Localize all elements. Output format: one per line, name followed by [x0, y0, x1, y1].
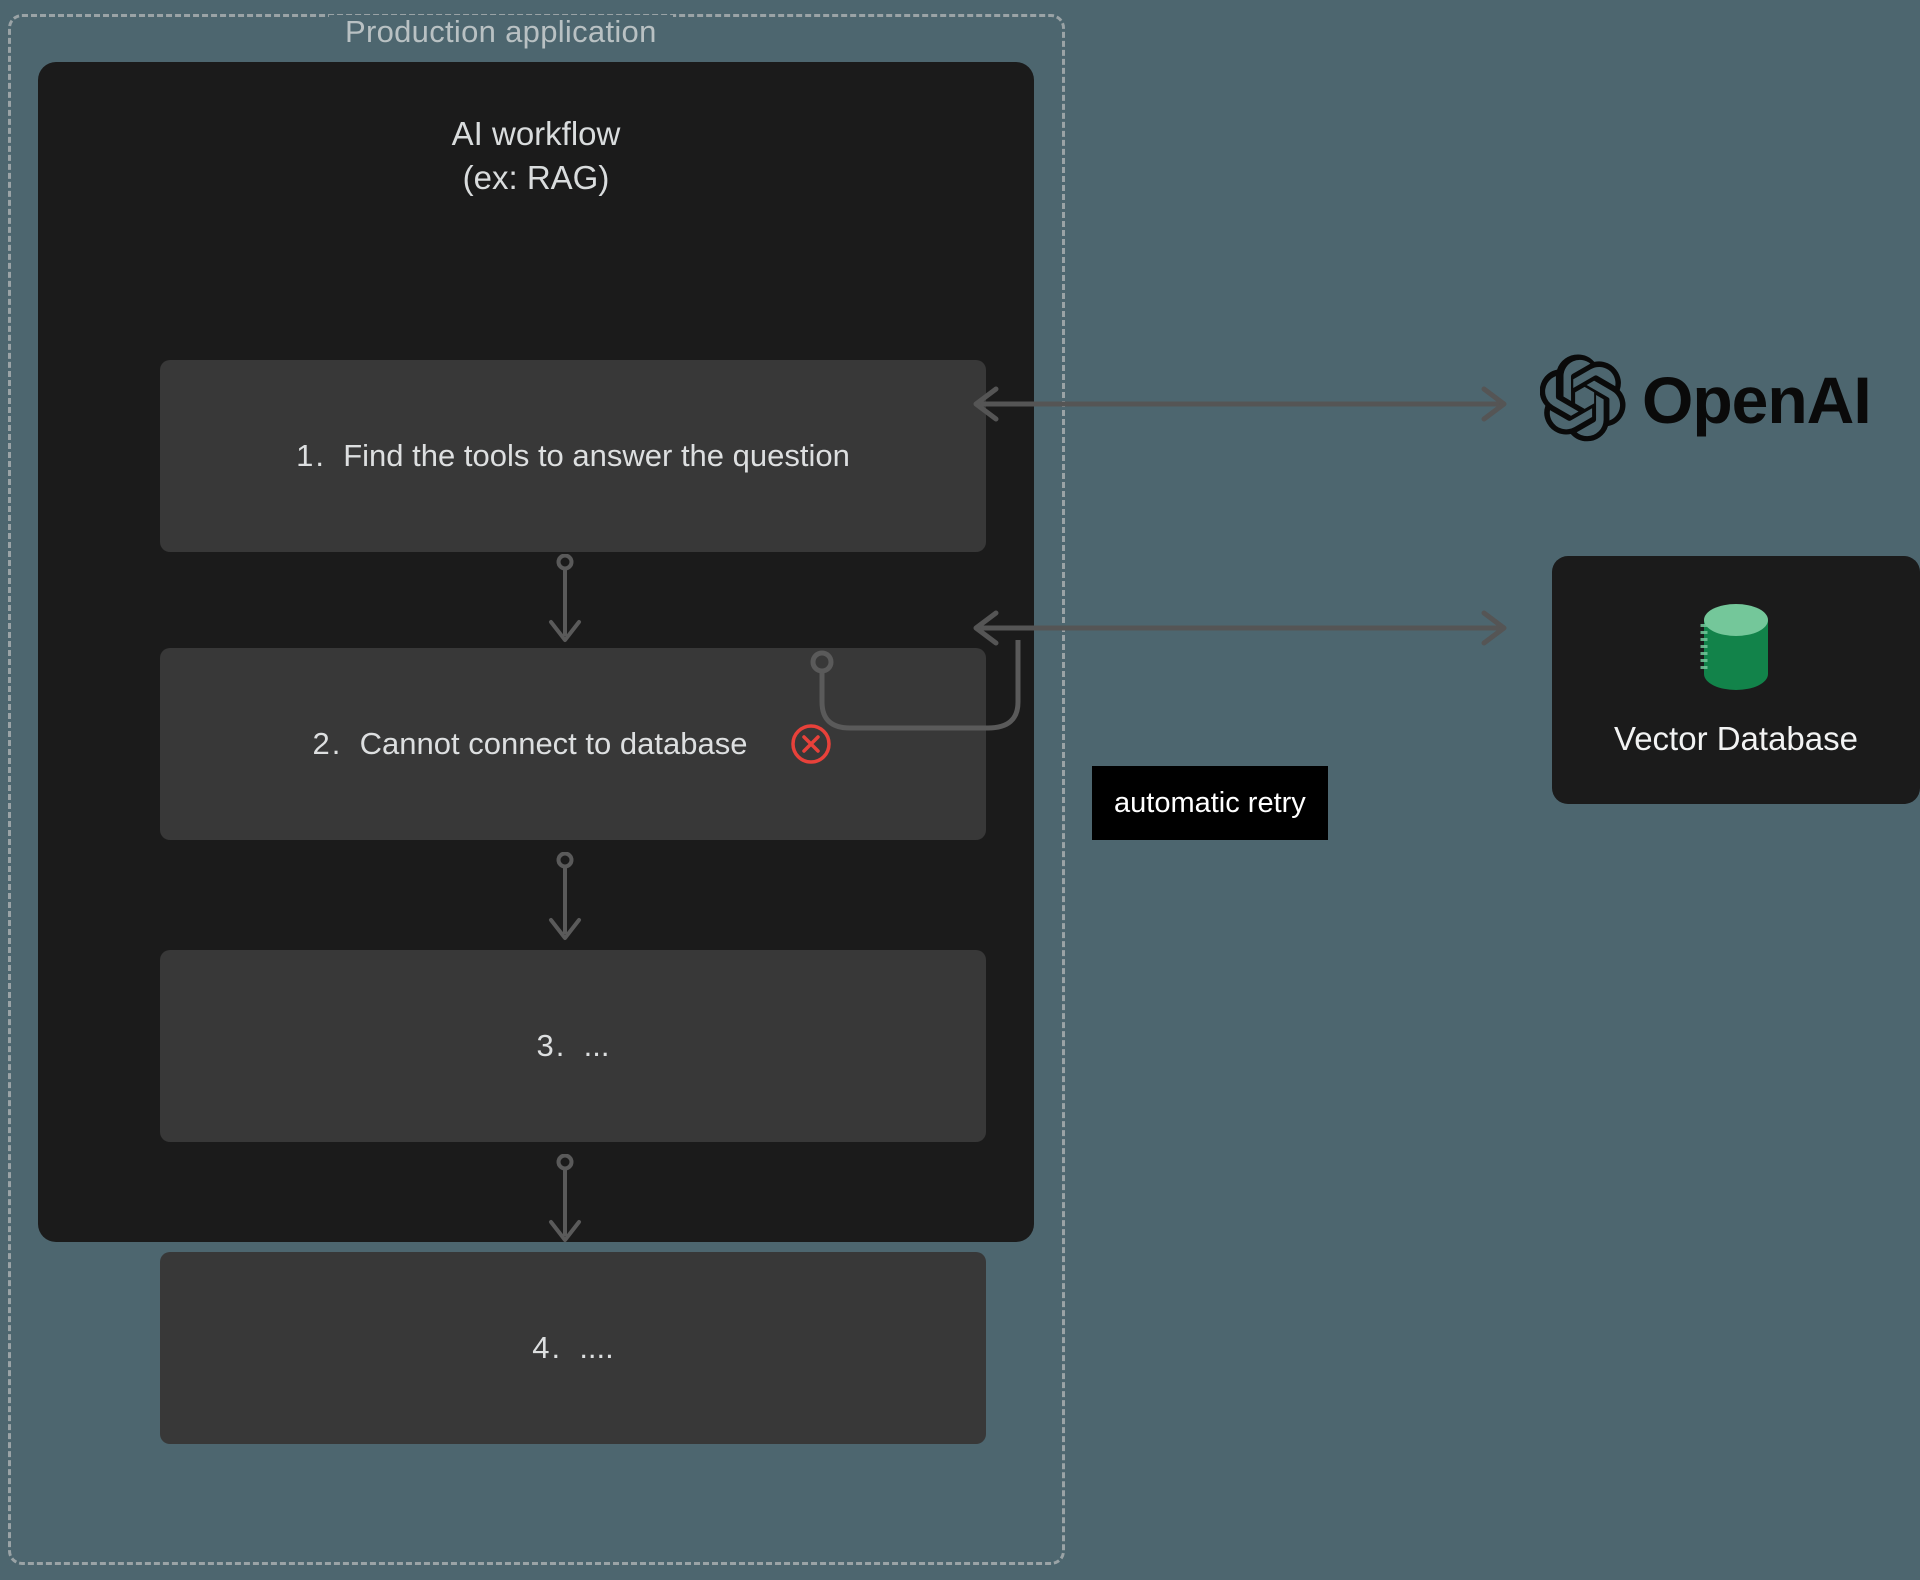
vector-database-node: Vector Database [1552, 556, 1920, 804]
ai-workflow-title: AI workflow [451, 115, 621, 152]
openai-blossom-icon [1539, 353, 1628, 447]
connector-step-2-to-3 [549, 852, 581, 940]
production-application-label: Production application [329, 15, 673, 49]
ai-workflow-subtitle: (ex: RAG) [462, 159, 610, 196]
automatic-retry-badge: automatic retry [1092, 766, 1328, 840]
error-circle-x-icon [789, 722, 833, 766]
ai-workflow-heading: AI workflow (ex: RAG) [38, 112, 1034, 200]
link-step1-to-openai [973, 386, 1507, 422]
workflow-step-4-text: 4. .... [532, 1330, 614, 1365]
workflow-step-1[interactable]: 1. Find the tools to answer the question [160, 360, 986, 552]
openai-service-node: OpenAI [1539, 352, 1900, 448]
database-cylinder-icon [1696, 603, 1776, 695]
workflow-step-3[interactable]: 3. ... [160, 950, 986, 1142]
production-application-boundary: Production application [8, 14, 1065, 1565]
openai-wordmark: OpenAI [1642, 363, 1872, 437]
ai-workflow-panel: AI workflow (ex: RAG) 1. Find the tools … [38, 62, 1034, 1444]
workflow-step-3-text: 3. ... [536, 1028, 610, 1063]
workflow-step-4[interactable]: 4. .... [160, 1252, 986, 1444]
connector-step-3-to-4 [549, 1154, 581, 1242]
connector-step-1-to-2 [549, 554, 581, 642]
vector-database-label: Vector Database [1614, 719, 1858, 757]
workflow-step-2-text: 2. Cannot connect to database [312, 726, 748, 761]
link-step2-to-vectordb [973, 610, 1507, 646]
workflow-step-1-text: 1. Find the tools to answer the question [296, 438, 850, 473]
workflow-step-2[interactable]: 2. Cannot connect to database [160, 648, 986, 840]
